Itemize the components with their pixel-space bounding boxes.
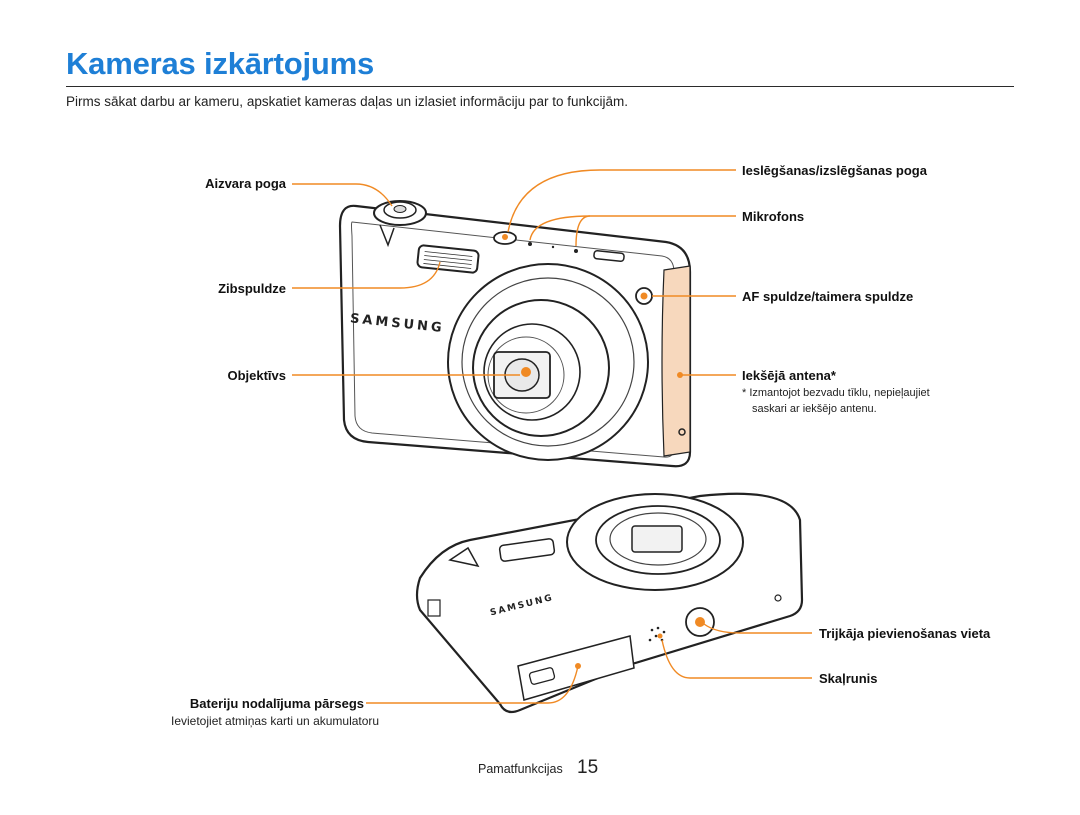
- intro-text: Pirms sākat darbu ar kameru, apskatiet k…: [66, 94, 628, 109]
- footer-section-label: Pamatfunkcijas: [478, 762, 563, 776]
- antenna-note-line1: * Izmantojot bezvadu tīklu, nepieļaujiet: [742, 387, 930, 399]
- battery-cover-note: Ievietojiet atmiņas karti un akumulatoru: [171, 714, 380, 728]
- label-shutter-button: Aizvara poga: [205, 176, 286, 191]
- antenna-note-line2: saskari ar iekšējo antenu.: [752, 403, 877, 415]
- label-lens: Objektīvs: [227, 368, 286, 383]
- label-power-button: Ieslēgšanas/izslēgšanas poga: [742, 163, 927, 178]
- label-tripod-mount: Trijkāja pievienošanas vieta: [819, 626, 991, 641]
- page-number: 15: [577, 757, 599, 778]
- front-callout-lines: [292, 169, 736, 376]
- label-microphone: Mikrofons: [742, 209, 805, 224]
- title-rule: [66, 86, 1014, 87]
- label-af-lamp: AF spuldze/taimera spuldze: [742, 289, 914, 304]
- label-internal-antenna: Iekšējā antena*: [742, 368, 836, 383]
- camera-bottom-illustration: SAMSUNG: [415, 492, 804, 714]
- label-flash: Zibspuldze: [218, 281, 286, 296]
- label-battery-cover: Bateriju nodalījuma pārsegs: [189, 696, 364, 711]
- label-speaker: Skaļrunis: [819, 671, 878, 686]
- camera-front-illustration: SAMSUNG: [338, 200, 692, 468]
- bottom-callout-lines: [366, 623, 812, 704]
- page-title: Kameras izkārtojums: [66, 46, 375, 81]
